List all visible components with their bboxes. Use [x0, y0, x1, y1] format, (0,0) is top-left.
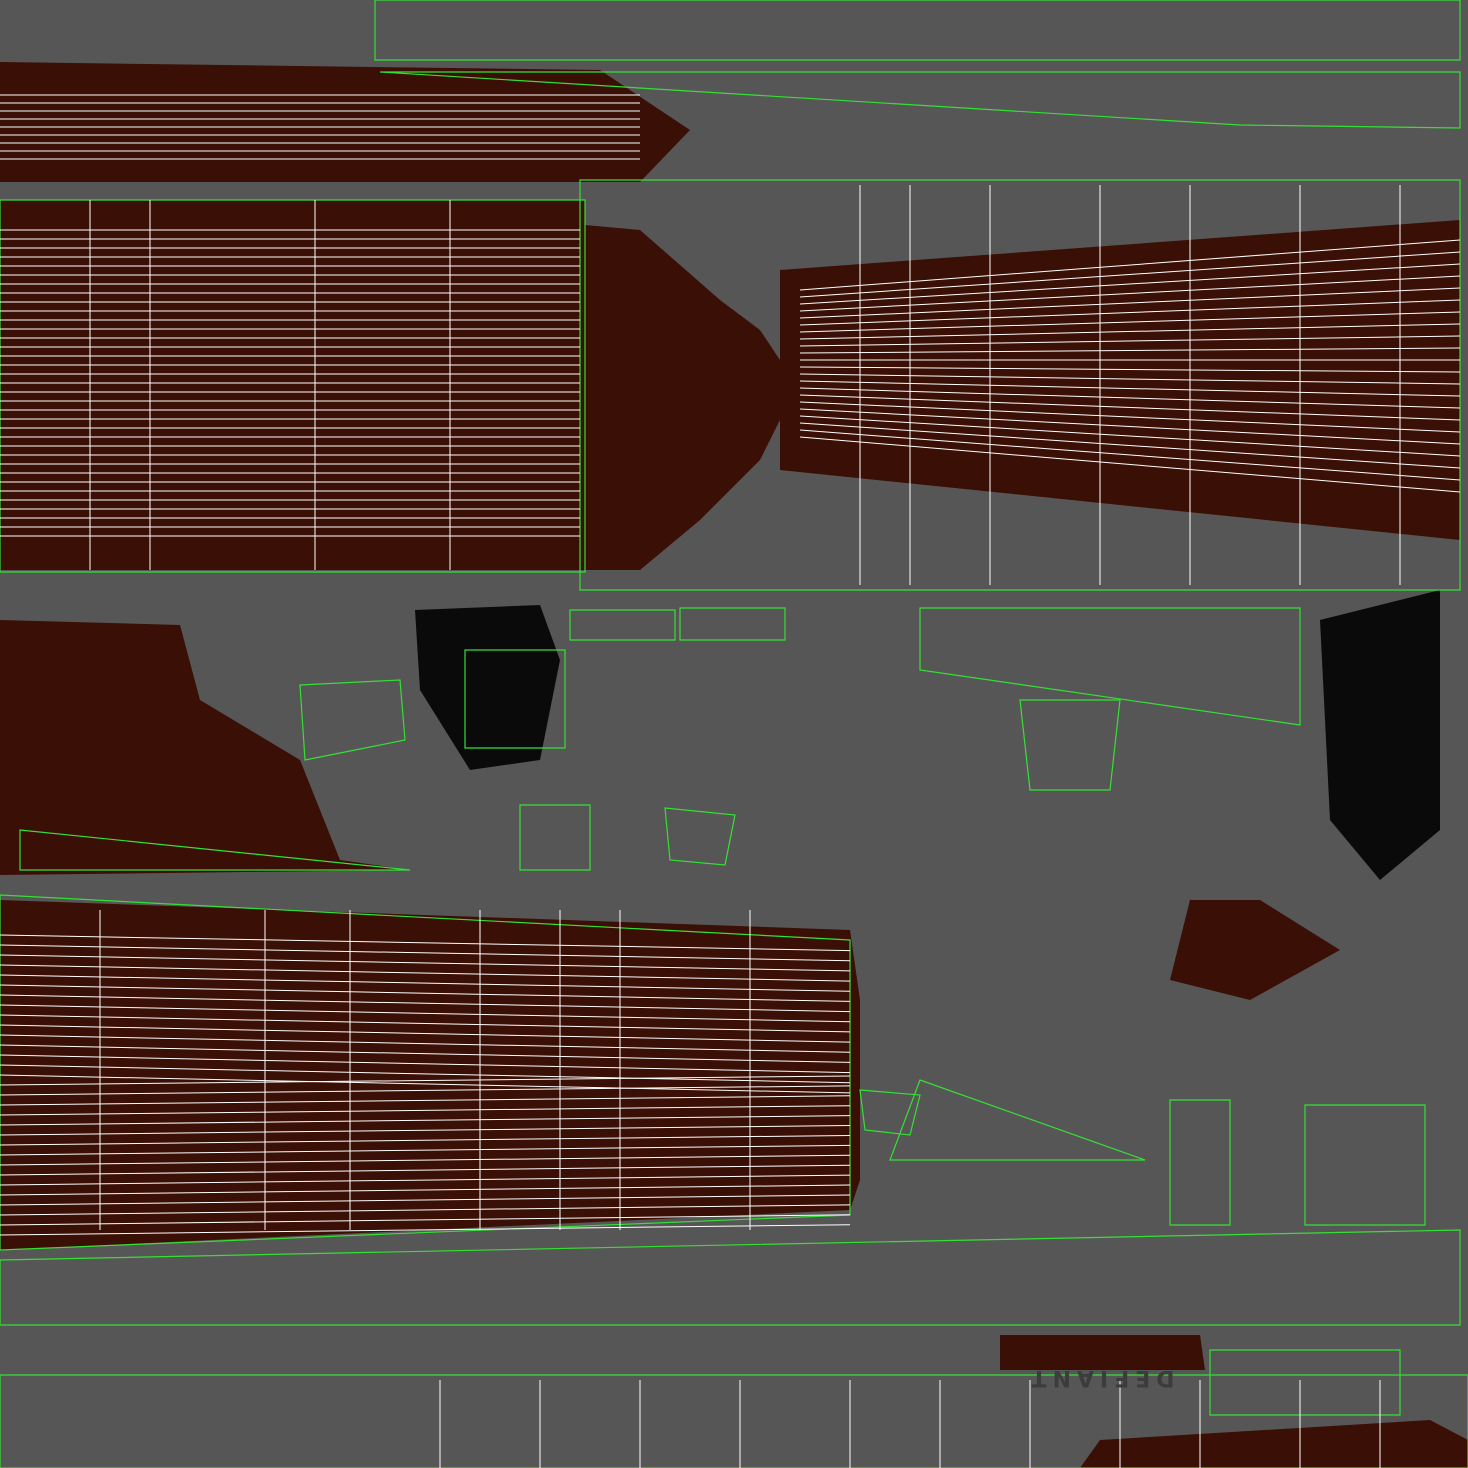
- panel-right-top: [919, 607, 1301, 726]
- hull-panel-upper-right: [780, 220, 1460, 540]
- panel-upper-left: [0, 199, 586, 573]
- panel-bottom: [0, 1374, 1468, 1468]
- panel-box: [464, 649, 566, 749]
- uv-edge: [0, 1174, 851, 1186]
- shadow-mid: [415, 605, 560, 770]
- uv-edge: [0, 1075, 851, 1086]
- uv-edge: [0, 974, 851, 992]
- hull-strip-bottom-right: [1080, 1420, 1468, 1468]
- uv-edge: [0, 1204, 851, 1216]
- uv-edge: [0, 1194, 851, 1206]
- uv-edge: [0, 1144, 851, 1156]
- uv-edge: [0, 964, 851, 982]
- panel-b: [519, 804, 591, 871]
- uv-edge: [0, 1115, 851, 1126]
- uv-edge: [0, 1004, 851, 1023]
- panel-e: [859, 1089, 921, 1136]
- panel-f: [1019, 699, 1121, 791]
- uv-edge: [0, 1224, 851, 1236]
- panel-a: [299, 679, 406, 761]
- uv-edge: [0, 1064, 851, 1084]
- hull-strip-bottom: [1000, 1335, 1205, 1370]
- shadow-right: [1320, 590, 1440, 880]
- uv-edge: [0, 1184, 851, 1196]
- uv-edge: [0, 1014, 851, 1033]
- uv-edge: [0, 994, 851, 1013]
- uv-edge: [0, 1095, 851, 1106]
- uv-edge: [0, 1034, 851, 1053]
- panel-block: [1169, 1099, 1231, 1226]
- panel-c: [664, 807, 736, 866]
- panel-round: [1209, 1349, 1401, 1416]
- uv-edge: [0, 1164, 851, 1176]
- uv-edge: [0, 1105, 851, 1116]
- panel-wedge: [19, 829, 411, 871]
- panel-top: [374, 0, 1461, 61]
- uv-edge: [0, 1134, 851, 1146]
- panel-top-taper: [379, 71, 1461, 129]
- uv-edge: [0, 1154, 851, 1166]
- uv-edge: [0, 1024, 851, 1043]
- panel-upper-right: [579, 179, 1461, 591]
- uv-edge: [0, 1044, 851, 1063]
- uv-edge: [0, 984, 851, 1002]
- hull-panel-upper-left: [0, 200, 780, 570]
- uv-edge: [0, 934, 851, 952]
- uv-edge: [0, 1074, 851, 1094]
- panel-small-1: [569, 609, 676, 641]
- uv-edge: [0, 1054, 851, 1074]
- panel-d: [889, 1079, 1146, 1161]
- panel-small-2: [679, 607, 786, 641]
- panel-bottom-band: [0, 1229, 1461, 1326]
- hull-panel-mid-left: [0, 620, 410, 875]
- uv-edge: [0, 1214, 851, 1226]
- uv-edge: [0, 1125, 851, 1136]
- hull-label-text: DEFIANT: [1026, 1365, 1175, 1390]
- panel-grid: [1304, 1104, 1426, 1226]
- hull-patch-right: [1170, 900, 1340, 1000]
- uv-edge: [0, 954, 851, 972]
- uv-edge: [0, 1085, 851, 1096]
- uv-edge: [0, 944, 851, 962]
- hull-strip-top: [0, 62, 690, 182]
